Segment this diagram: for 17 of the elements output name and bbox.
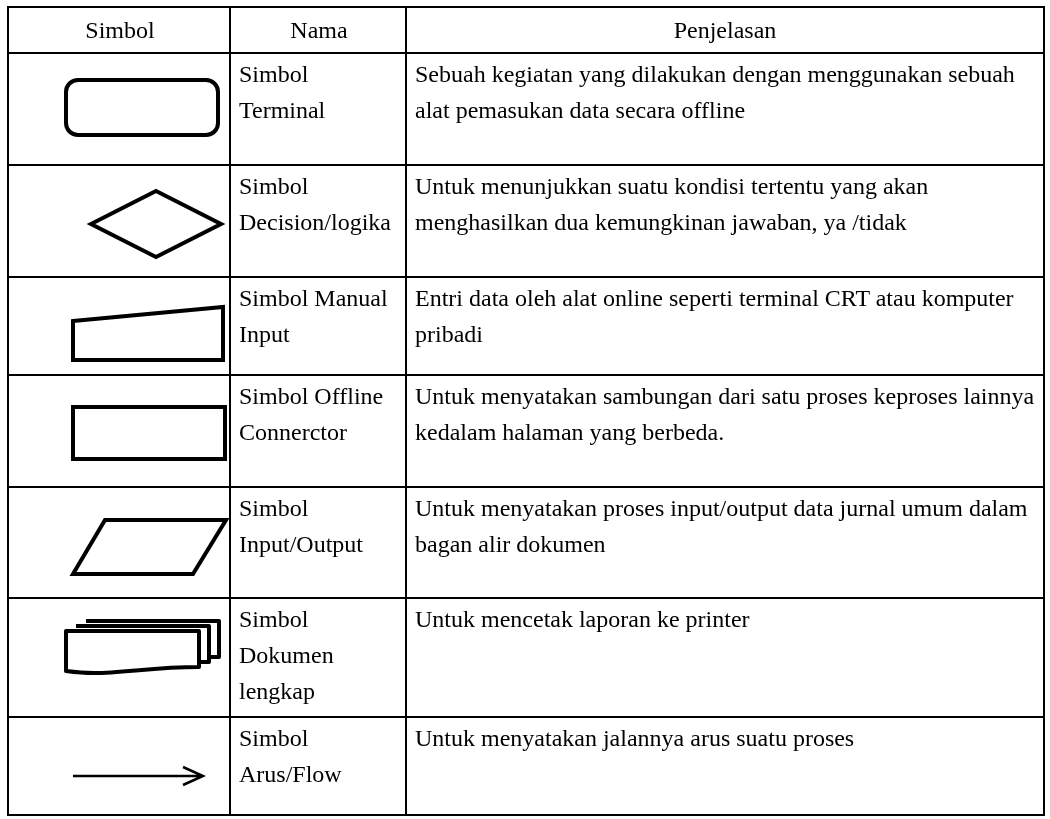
symbol-description: Entri data oleh alat online seperti terminal CRT atau komputer pribadi <box>415 284 1015 349</box>
symbol-description: Untuk mencetak laporan ke printer <box>415 605 751 634</box>
symbol-name: Simbol Dokumen lengkap <box>239 605 335 706</box>
symbol-description: Untuk menyatakan proses input/output data jurnal umum dalam bagan alir dokumen <box>415 494 1029 559</box>
symbol-name: Simbol Arus/Flow <box>239 724 343 789</box>
symbol-name: Simbol Manual Input <box>239 284 389 349</box>
symbol-name: Simbol Decision/logika <box>239 172 392 237</box>
column-header: Nama <box>289 16 349 45</box>
symbol-description: Untuk menyatakan jalannya arus suatu proses <box>415 724 856 753</box>
column-header: Penjelasan <box>672 16 778 45</box>
symbol-name: Simbol Offline Connerctor <box>239 382 385 447</box>
symbol-description: Untuk menunjukkan suatu kondisi tertentu yang akan menghasilkan dua kemungkinan jawaban, ya /tidak <box>415 172 930 237</box>
symbol-name: Simbol Terminal <box>239 60 327 125</box>
symbol-name: Simbol Input/Output <box>239 494 364 559</box>
column-header: Simbol <box>84 16 156 45</box>
symbol-description: Untuk menyatakan sambungan dari satu proses keproses lainnya kedalam halaman yang berbeda. <box>415 382 1036 447</box>
symbol-description: Sebuah kegiatan yang dilakukan dengan menggunakan sebuah alat pemasukan data secara offline <box>415 60 1016 125</box>
